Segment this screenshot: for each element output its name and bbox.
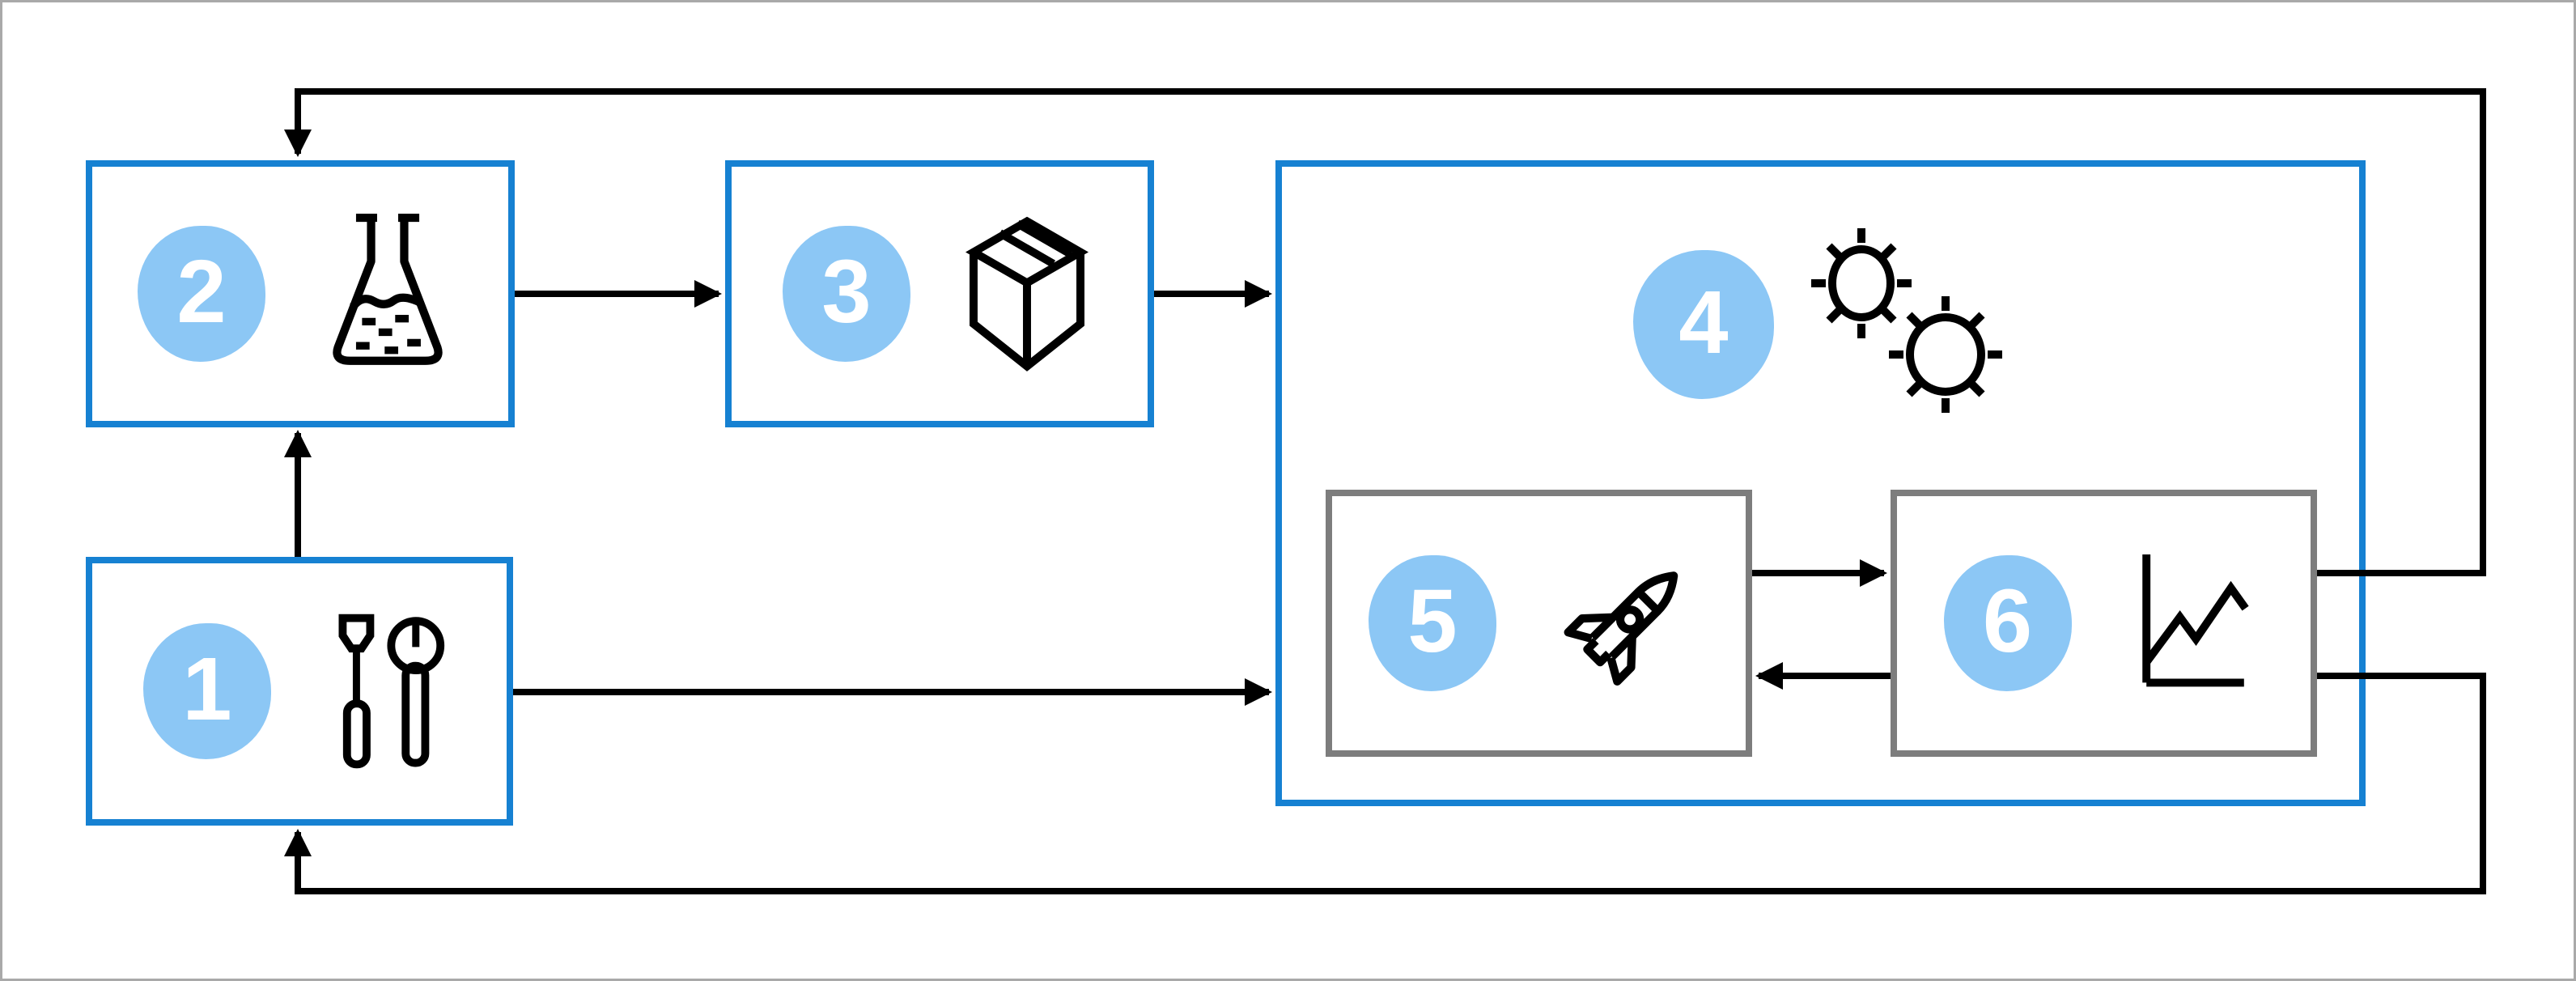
step-5-box: 5 <box>1326 490 1752 757</box>
flask-icon <box>333 213 443 365</box>
rocket-icon <box>1564 571 1678 686</box>
package-icon <box>965 216 1089 372</box>
step-1-box: 1 <box>86 557 513 826</box>
step-3-number: 3 <box>821 242 872 342</box>
tools-icon <box>338 614 445 769</box>
step-6-box: 6 <box>1891 490 2317 757</box>
step-4-number: 4 <box>1678 273 1729 372</box>
chart-icon <box>2141 554 2249 686</box>
step-2-box: 2 <box>86 160 515 427</box>
step-5-badge: 5 <box>1369 555 1496 691</box>
step-3-box: 3 <box>725 160 1154 427</box>
step-2-badge: 2 <box>138 226 265 362</box>
step-1-badge: 1 <box>143 623 271 759</box>
step-3-badge: 3 <box>783 226 910 362</box>
step-2-number: 2 <box>176 242 227 342</box>
step-6-badge: 6 <box>1943 555 2072 691</box>
step-6-number: 6 <box>1982 571 2033 671</box>
step-1-number: 1 <box>182 639 232 739</box>
germs-icon <box>1811 228 2002 413</box>
step-4-badge: 4 <box>1633 250 1774 399</box>
step-5-number: 5 <box>1407 571 1458 671</box>
